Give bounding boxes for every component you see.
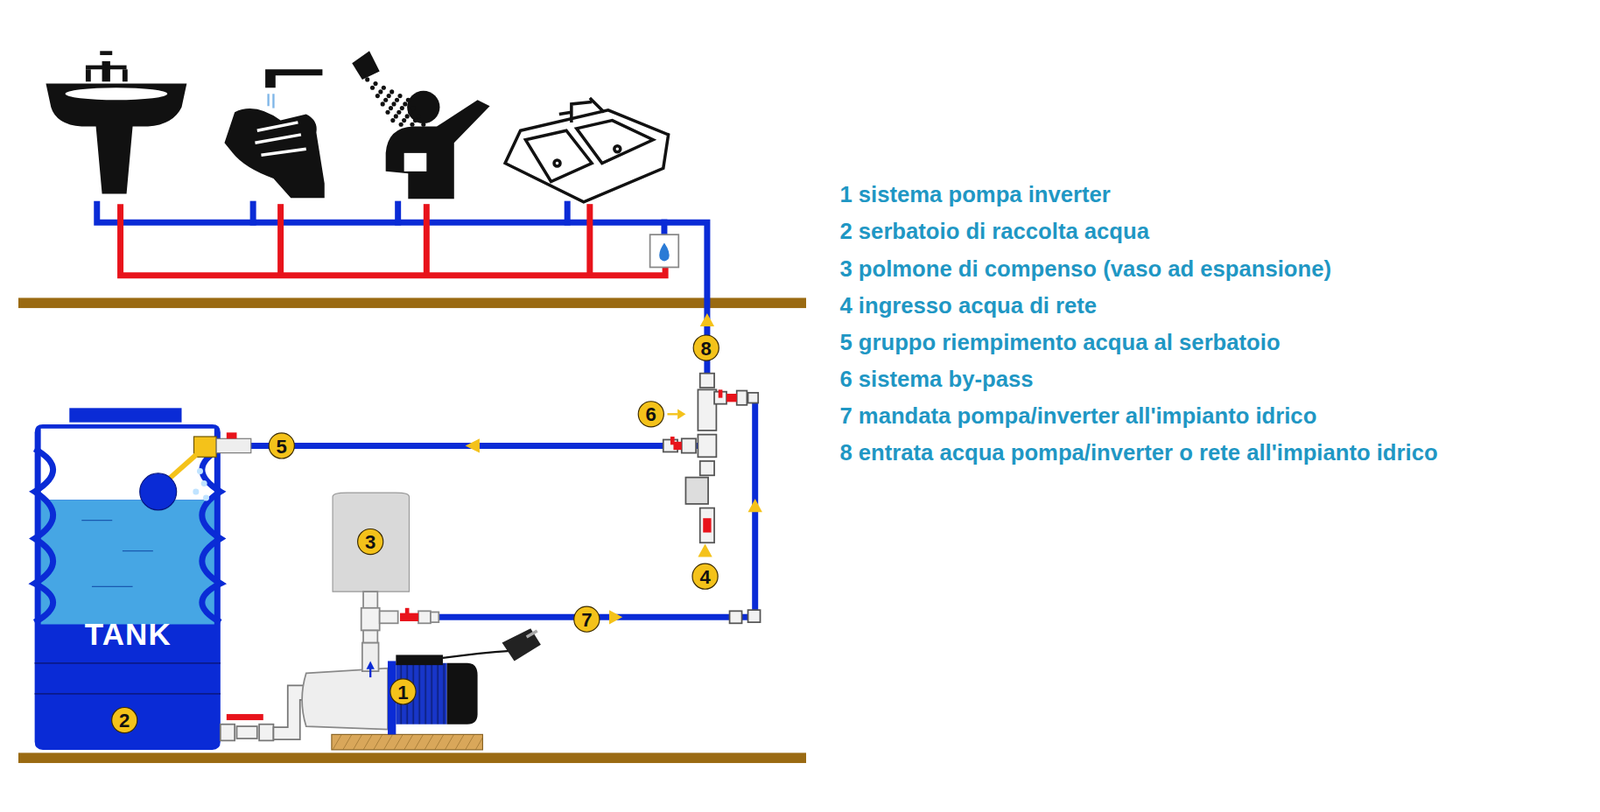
shower-drop — [385, 110, 390, 115]
legend-text: 5 gruppo riempimento acqua al serbatoio — [839, 331, 1280, 355]
shower-drop — [364, 77, 370, 82]
shower-drop — [402, 101, 408, 106]
callout-number: 5 — [268, 432, 295, 459]
shower-drop — [393, 113, 399, 119]
shower-drop — [381, 85, 386, 91]
legend-text: 4 ingresso acqua di rete — [839, 294, 1097, 318]
shower-drop — [413, 118, 418, 123]
shower-drop — [378, 89, 383, 94]
shower-drop — [389, 89, 394, 94]
callout-number: 3 — [357, 528, 384, 555]
shower-drop — [407, 110, 413, 115]
shower-drop — [394, 98, 400, 103]
shower-drop — [390, 118, 395, 123]
water-tank: TANK 2 — [35, 407, 221, 751]
callout-number: 2 — [111, 707, 138, 734]
legend-text: 1 sistema pompa inverter — [839, 183, 1110, 207]
legend-text: 2 serbatoio di raccolta acqua — [839, 220, 1150, 244]
callout-number: 4 — [691, 563, 718, 590]
shower-drop — [396, 110, 401, 115]
shower-drop — [397, 93, 402, 99]
shower-drop — [421, 122, 426, 127]
shower-drop — [375, 93, 380, 99]
legend-text: 3 polmone di compenso (vaso ad espansion… — [839, 258, 1332, 281]
shower-drop — [406, 98, 411, 103]
shower-drop — [415, 113, 421, 119]
shower-drop — [370, 85, 375, 91]
shower-drop — [409, 122, 415, 127]
legend-text: 6 sistema by-pass — [839, 368, 1033, 392]
callout-number: 8 — [693, 334, 720, 361]
shower-drop — [388, 105, 393, 111]
callout-number: 1 — [389, 678, 416, 705]
tank-label: TANK — [84, 617, 172, 653]
shower-drop — [386, 93, 392, 99]
callout-number: 6 — [638, 400, 665, 428]
shower-drop — [401, 118, 407, 123]
shower-drop — [380, 101, 386, 106]
shower-drop — [405, 113, 410, 119]
legend-text: 8 entrata acqua pompa/inverter o rete al… — [839, 442, 1438, 465]
shower-drop — [411, 105, 416, 111]
shower-drop — [372, 81, 378, 86]
shower-drop — [383, 98, 388, 103]
shower-drop — [391, 101, 396, 106]
callout-number: 7 — [573, 605, 600, 632]
legend-text: 7 mandata pompa/inverter all'impianto id… — [839, 405, 1317, 429]
shower-drop — [399, 122, 404, 127]
shower-drop — [400, 105, 405, 111]
